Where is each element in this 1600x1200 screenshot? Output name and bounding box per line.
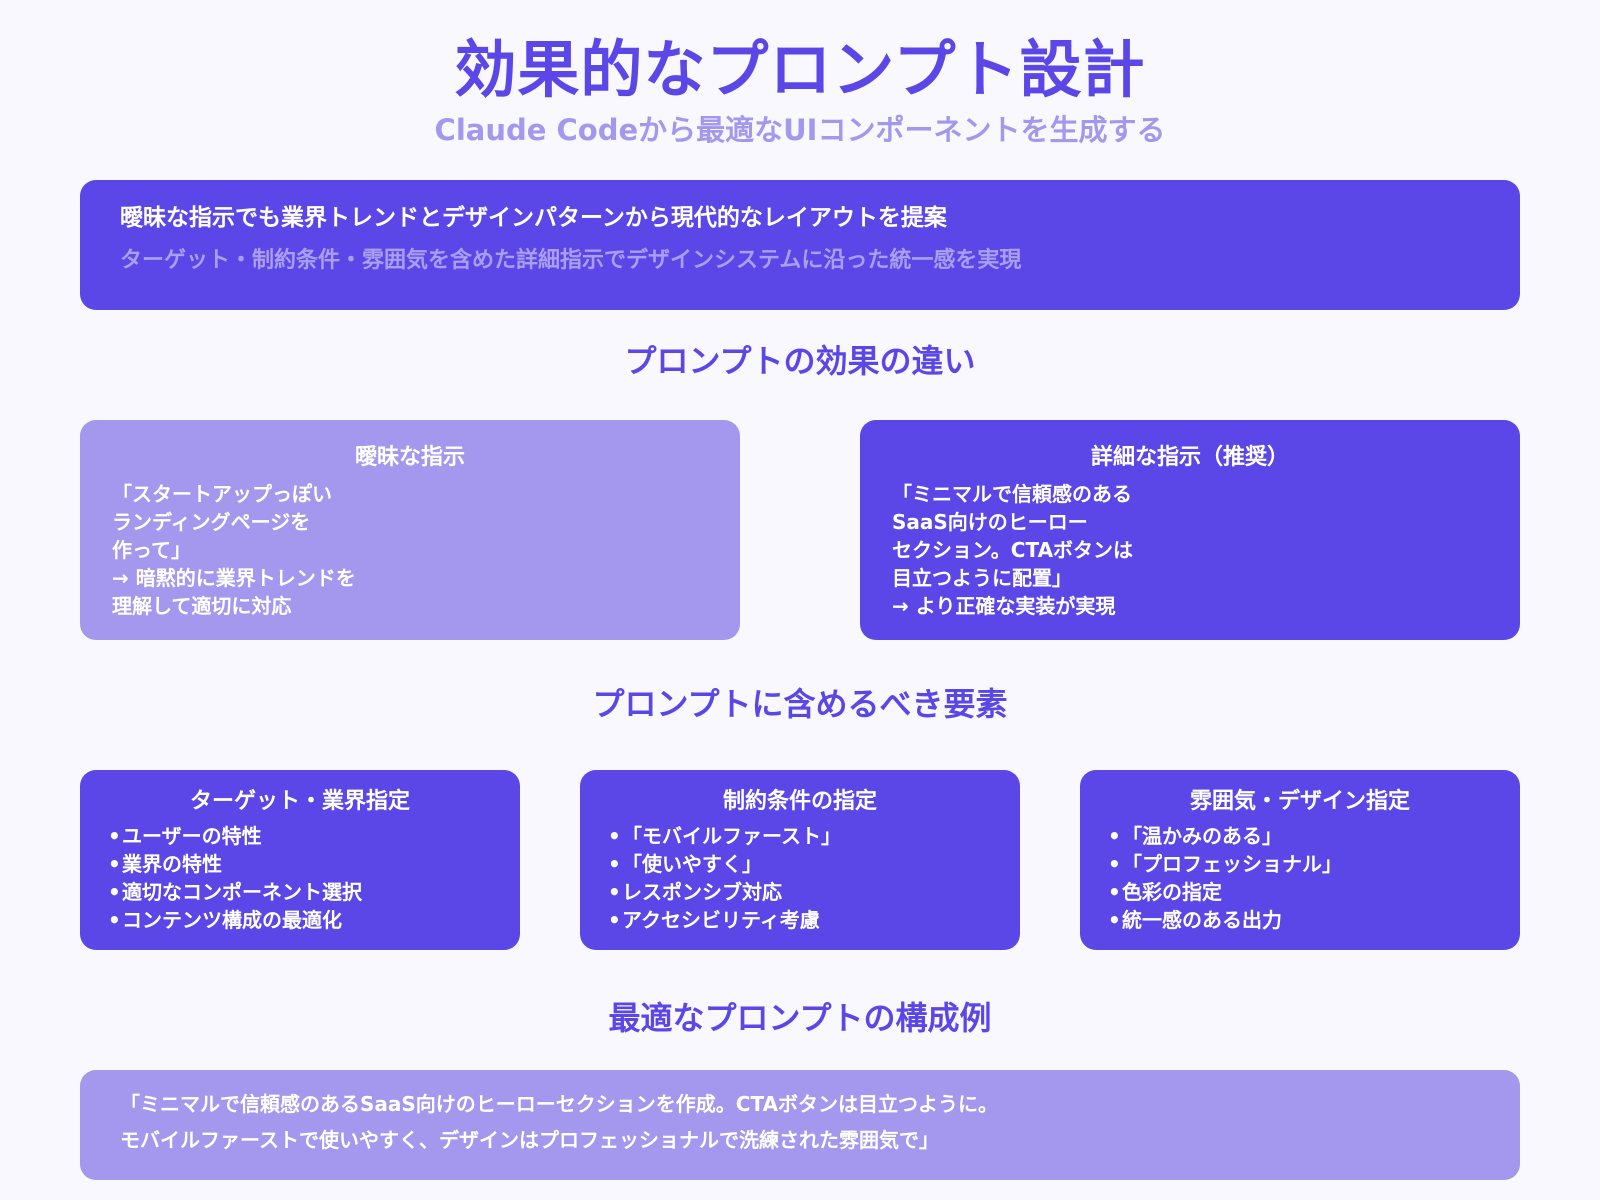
example-line: 「ミニマルで信頼感のあるSaaS向けのヒーローセクションを作成。CTAボタンは目… [120, 1092, 999, 1116]
card-title: 曖昧な指示 [354, 445, 465, 470]
bullet-icon: • [108, 824, 121, 848]
list-item-text: レスポンシブ対応 [622, 880, 782, 904]
card-line: 「ミニマルで信頼感のある [892, 482, 1132, 506]
bullet-list: •ユーザーの特性 •業界の特性 •適切なコンポーネント選択 •コンテンツ構成の最… [108, 822, 492, 934]
vague-instruction-card: 曖昧な指示 「スタートアップっぽい ランディングページを 作って」 → 暗黙的に… [80, 420, 740, 640]
list-item-text: 色彩の指定 [1122, 880, 1222, 904]
summary-banner: 曖昧な指示でも業界トレンドとデザインパターンから現代的なレイアウトを提案 ターゲ… [80, 180, 1520, 310]
card-line: 理解して適切に対応 [112, 594, 292, 618]
list-item-text: コンテンツ構成の最適化 [122, 908, 342, 932]
card-body: 「ミニマルで信頼感のある SaaS向けのヒーロー セクション。CTAボタンは 目… [892, 480, 1488, 620]
list-item: •レスポンシブ対応 [608, 878, 992, 906]
example-line: モバイルファーストで使いやすく、デザインはプロフェッショナルで洗練された雰囲気で… [120, 1128, 939, 1152]
page-subtitle: Claude Codeから最適なUIコンポーネントを生成する [434, 113, 1166, 147]
element-card-mood: 雰囲気・デザイン指定 •「温かみのある」 •「プロフェッショナル」 •色彩の指定… [1080, 770, 1520, 950]
card-line: SaaS向けのヒーロー [892, 510, 1088, 534]
card-line: 「スタートアップっぽい [112, 482, 332, 506]
bullet-icon: • [108, 852, 121, 876]
list-item: •色彩の指定 [1108, 878, 1492, 906]
list-item-text: 業界の特性 [122, 852, 222, 876]
bullet-icon: • [108, 880, 121, 904]
list-item: •「温かみのある」 [1108, 822, 1492, 850]
list-item: •「使いやすく」 [608, 850, 992, 878]
list-item: •「モバイルファースト」 [608, 822, 992, 850]
element-card-target: ターゲット・業界指定 •ユーザーの特性 •業界の特性 •適切なコンポーネント選択… [80, 770, 520, 950]
bullet-icon: • [608, 824, 621, 848]
card-line: 作って」 [112, 538, 191, 562]
list-item-text: 「温かみのある」 [1122, 824, 1282, 848]
bullet-icon: • [608, 852, 621, 876]
section-heading-comparison: プロンプトの効果の違い [624, 342, 976, 380]
summary-line-secondary: ターゲット・制約条件・雰囲気を含めた詳細指示でデザインシステムに沿った統一感を実… [120, 248, 1022, 273]
list-item: •「プロフェッショナル」 [1108, 850, 1492, 878]
list-item: •アクセシビリティ考慮 [608, 906, 992, 934]
card-line: セクション。CTAボタンは [892, 538, 1134, 562]
card-title: 詳細な指示（推奨） [1090, 445, 1289, 470]
bullet-icon: • [608, 880, 621, 904]
card-line: ランディングページを [112, 510, 311, 534]
list-item-text: 「使いやすく」 [622, 852, 762, 876]
list-item-text: 「モバイルファースト」 [622, 824, 841, 848]
list-item: •ユーザーの特性 [108, 822, 492, 850]
summary-line-primary: 曖昧な指示でも業界トレンドとデザインパターンから現代的なレイアウトを提案 [120, 205, 947, 231]
card-title: ターゲット・業界指定 [189, 789, 410, 814]
page-title: 効果的なプロンプト設計 [454, 33, 1146, 106]
card-title: 制約条件の指定 [722, 789, 877, 814]
bullet-icon: • [608, 908, 621, 932]
list-item-text: 統一感のある出力 [1122, 908, 1282, 932]
list-item: •業界の特性 [108, 850, 492, 878]
element-card-constraints: 制約条件の指定 •「モバイルファースト」 •「使いやすく」 •レスポンシブ対応 … [580, 770, 1020, 950]
list-item-text: 適切なコンポーネント選択 [122, 880, 362, 904]
detailed-instruction-card: 詳細な指示（推奨） 「ミニマルで信頼感のある SaaS向けのヒーロー セクション… [860, 420, 1520, 640]
bullet-icon: • [1108, 824, 1121, 848]
section-heading-example: 最適なプロンプトの構成例 [608, 999, 992, 1037]
bullet-list: •「モバイルファースト」 •「使いやすく」 •レスポンシブ対応 •アクセシビリテ… [608, 822, 992, 934]
card-body: 「スタートアップっぽい ランディングページを 作って」 → 暗黙的に業界トレンド… [112, 480, 708, 620]
bullet-icon: • [1108, 908, 1121, 932]
list-item: •コンテンツ構成の最適化 [108, 906, 492, 934]
list-item: •統一感のある出力 [1108, 906, 1492, 934]
bullet-icon: • [108, 908, 121, 932]
card-title: 雰囲気・デザイン指定 [1189, 789, 1410, 814]
card-line: 目立つように配置」 [892, 566, 1072, 590]
list-item: •適切なコンポーネント選択 [108, 878, 492, 906]
card-line: → 暗黙的に業界トレンドを [112, 566, 356, 590]
bullet-list: •「温かみのある」 •「プロフェッショナル」 •色彩の指定 •統一感のある出力 [1108, 822, 1492, 934]
list-item-text: アクセシビリティ考慮 [622, 908, 820, 932]
list-item-text: ユーザーの特性 [122, 824, 262, 848]
section-heading-elements: プロンプトに含めるべき要素 [592, 685, 1008, 723]
card-line: → より正確な実装が実現 [892, 594, 1116, 618]
list-item-text: 「プロフェッショナル」 [1122, 852, 1342, 876]
example-prompt-box: 「ミニマルで信頼感のあるSaaS向けのヒーローセクションを作成。CTAボタンは目… [80, 1070, 1520, 1180]
bullet-icon: • [1108, 852, 1121, 876]
bullet-icon: • [1108, 880, 1121, 904]
